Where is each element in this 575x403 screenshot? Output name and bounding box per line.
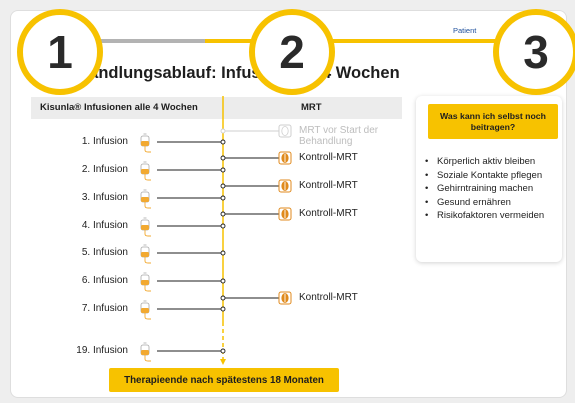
mri-label: Kontroll-MRT [299, 208, 358, 219]
step-circle-3: 3 [493, 9, 575, 95]
infusion-bag-icon [140, 300, 151, 320]
infusion-bag-icon [140, 161, 151, 181]
tip-item: Gehirntraining machen [425, 183, 560, 196]
tip-item: Gesund ernähren [425, 197, 560, 210]
tip-item: Risikofaktoren vermeiden [425, 210, 560, 223]
timeline-node [220, 348, 226, 354]
infusion-bag-icon [140, 244, 151, 264]
infusion-label: 1. Infusion [81, 136, 128, 147]
timeline-node [220, 139, 226, 145]
timeline-header [31, 97, 402, 119]
timeline-node [220, 295, 226, 301]
page-title: Behandlungsablauf: Infusion alle 4 Woche… [58, 64, 400, 82]
mri-scanner-icon [278, 291, 292, 305]
tips-heading: Was kann ich selbst noch beitragen? [428, 104, 558, 139]
tip-item: Soziale Kontakte pflegen [425, 170, 560, 183]
timeline-node [220, 155, 226, 161]
mri-scanner-icon [278, 151, 292, 165]
timeline-node [220, 183, 226, 189]
mri-label: Kontroll-MRT [299, 292, 358, 303]
infusion-label: 3. Infusion [81, 192, 128, 203]
infusion-label: 4. Infusion [81, 220, 128, 231]
infusion-bag-icon [140, 133, 151, 153]
timeline-node [220, 306, 226, 312]
timeline-node [220, 250, 226, 256]
infusion-bag-icon [140, 189, 151, 209]
mri-label: Kontroll-MRT [299, 180, 358, 191]
therapy-end-banner: Therapieende nach spätestens 18 Monaten [109, 368, 339, 392]
timeline-arrow-icon [220, 359, 226, 365]
infusion-label: 2. Infusion [81, 164, 128, 175]
infusion-bag-icon [140, 342, 151, 362]
infusion-label: 7. Infusion [81, 303, 128, 314]
infusion-label: 19. Infusion [76, 345, 128, 356]
timeline-node [220, 223, 226, 229]
progress-track-yellow [205, 39, 503, 43]
infusion-label: 5. Infusion [81, 247, 128, 258]
timeline-node [220, 211, 226, 217]
infusion-label: 6. Infusion [81, 275, 128, 286]
infusion-column-header: Kisunla® Infusionen alle 4 Wochen [40, 102, 198, 113]
tip-item: Körperlich aktiv bleiben [425, 156, 560, 169]
mri-column-header: MRT [301, 102, 322, 113]
timeline-node [220, 128, 226, 134]
step-circle-1: 1 [17, 9, 103, 95]
progress-track-grey [95, 39, 205, 43]
step-circle-2: 2 [249, 9, 335, 95]
infusion-bag-icon [140, 272, 151, 292]
mri-scanner-icon [278, 179, 292, 193]
timeline-node [220, 278, 226, 284]
mri-scanner-icon [278, 207, 292, 221]
timeline-node [220, 167, 226, 173]
tips-list: Körperlich aktiv bleibenSoziale Kontakte… [425, 156, 560, 224]
mri-label: Kontroll-MRT [299, 152, 358, 163]
mri-label: MRT vor Start der Behandlung [299, 125, 379, 147]
mri-scanner-icon [278, 124, 292, 138]
timeline-node [220, 195, 226, 201]
patient-label: Patient [453, 26, 477, 35]
infusion-bag-icon [140, 217, 151, 237]
